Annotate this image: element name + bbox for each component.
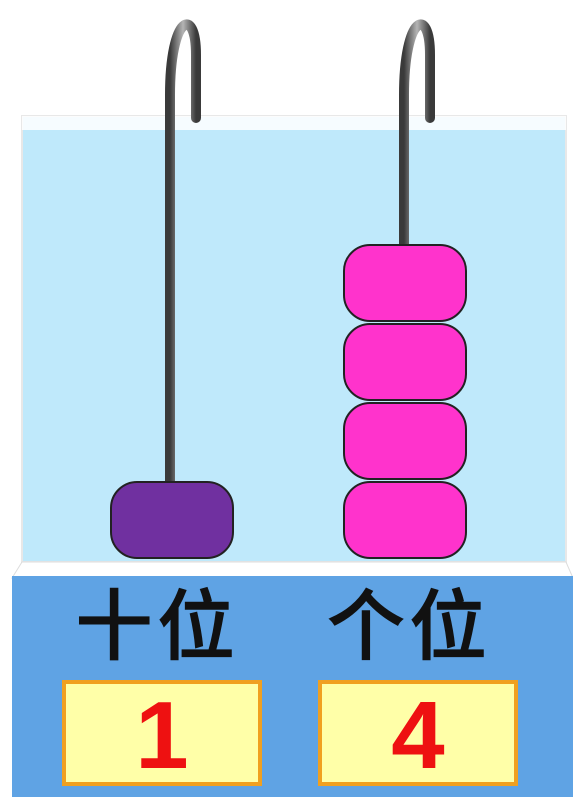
tens-place-label: 十位 bbox=[76, 582, 240, 671]
ones-place-label: 个位 bbox=[328, 582, 492, 671]
ones-bead bbox=[343, 323, 467, 401]
ones-bead bbox=[343, 402, 467, 480]
base-frame-top bbox=[11, 561, 573, 579]
rod-tens-hook bbox=[165, 19, 201, 490]
tens-bead bbox=[110, 481, 234, 559]
tens-digit-box: 1 bbox=[62, 680, 262, 789]
ones-digit-box: 4 bbox=[318, 680, 518, 789]
water-surface bbox=[22, 116, 566, 130]
rod-ones-hook bbox=[399, 19, 435, 255]
ones-bead bbox=[343, 481, 467, 559]
ones-bead bbox=[343, 244, 467, 322]
ones-digit: 4 bbox=[391, 682, 445, 789]
tens-digit: 1 bbox=[135, 682, 189, 789]
water-container bbox=[21, 115, 567, 563]
